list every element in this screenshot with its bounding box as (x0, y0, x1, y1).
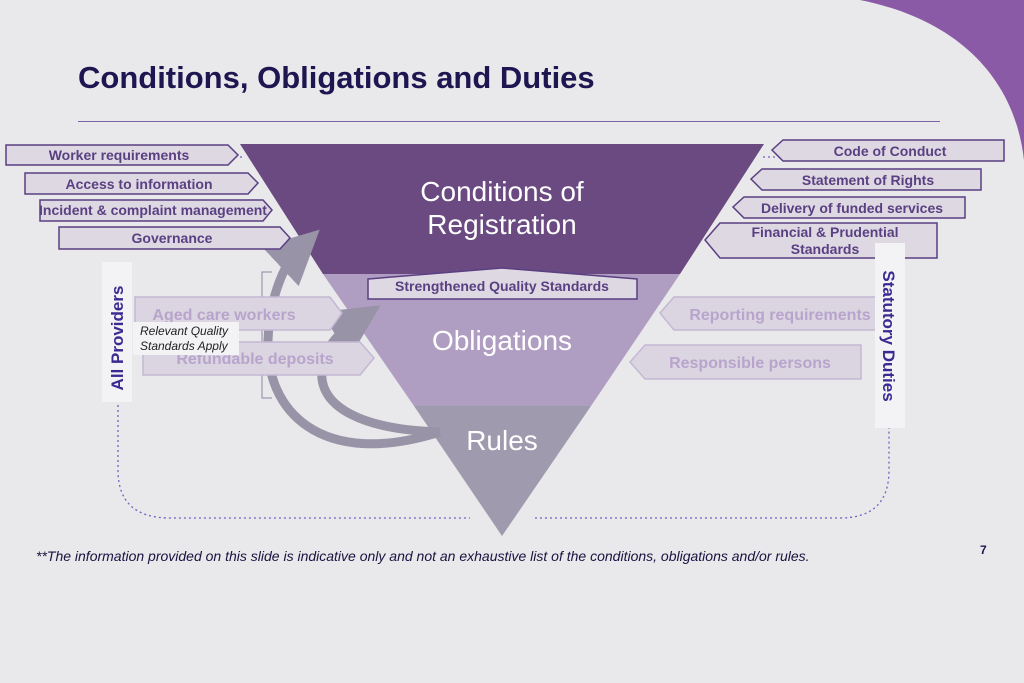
page-number: 7 (980, 543, 987, 557)
left-item-4: Governance (132, 230, 213, 246)
all-providers-label: All Providers (108, 286, 127, 391)
left-box-1 (5, 144, 240, 166)
right-faded-item-1: Reporting requirements (689, 307, 870, 324)
obligations-label: Obligations (432, 325, 572, 356)
right-box-3 (731, 196, 966, 219)
rules-label: Rules (466, 425, 538, 456)
dotted-connector (117, 400, 890, 519)
relevant-note-line2: Standards Apply (140, 339, 229, 353)
right-faded-item-2: Responsible persons (669, 355, 831, 372)
left-box-2 (24, 172, 260, 195)
all-providers-band (102, 262, 132, 402)
conditions-label-line1: Conditions of (420, 176, 584, 207)
right-item-4-line2: Standards (791, 241, 860, 257)
right-faded-box-1 (659, 296, 881, 331)
left-item-1: Worker requirements (49, 147, 190, 163)
footnote: **The information provided on this slide… (36, 548, 810, 564)
statutory-duties-label: Statutory Duties (879, 270, 898, 401)
left-item-3: Incident & complaint management (39, 202, 267, 218)
right-item-4-line1: Financial & Prudential (751, 224, 898, 240)
corner-accent (860, 0, 1024, 160)
right-item-3: Delivery of funded services (761, 200, 943, 216)
tier-conditions (240, 144, 764, 274)
standards-banner (367, 267, 638, 300)
standards-banner-label: Strengthened Quality Standards (395, 278, 609, 294)
tier-rules (414, 406, 591, 536)
right-item-1: Code of Conduct (834, 143, 947, 159)
statutory-duties-band (875, 243, 905, 428)
relevant-note-box (133, 322, 239, 355)
relevant-note-line1: Relevant Quality (140, 324, 229, 338)
left-box-3 (39, 199, 273, 222)
tier-obligations (323, 274, 680, 406)
right-item-2: Statement of Rights (802, 172, 934, 188)
right-box-1 (770, 139, 1005, 162)
title-divider (78, 121, 940, 122)
arrow-rules-to-obligations (317, 305, 441, 437)
slide-title: Conditions, Obligations and Duties (78, 60, 595, 95)
bracket (261, 271, 272, 399)
right-faded-box-2 (628, 344, 862, 380)
left-faded-item-1: Aged care workers (152, 307, 295, 324)
left-item-2: Access to information (65, 176, 212, 192)
left-faded-item-2: Refundable deposits (176, 351, 333, 368)
right-box-2 (749, 168, 982, 191)
left-box-4 (58, 226, 292, 250)
conditions-label-line2: Registration (427, 209, 576, 240)
